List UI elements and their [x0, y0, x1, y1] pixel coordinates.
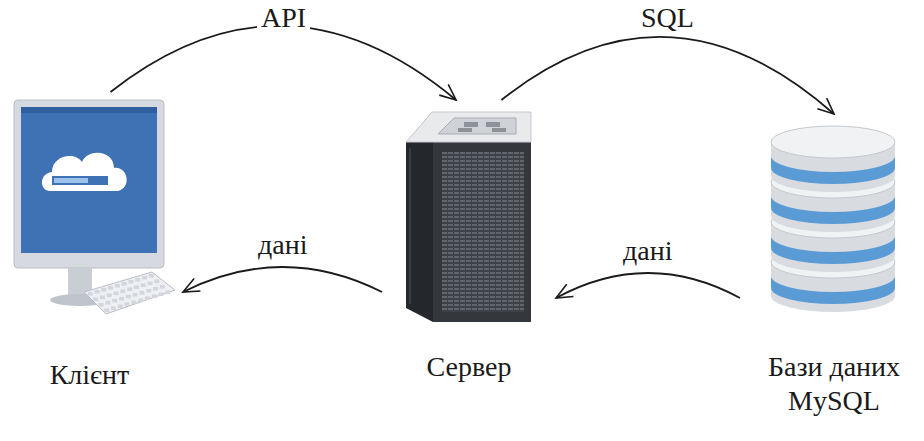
server-rack: Сервер [388, 104, 550, 384]
flow-arrow [501, 37, 834, 114]
node-label: Клієнт [50, 358, 130, 392]
client-computer: Клієнт [2, 96, 177, 392]
edge-label: SQL [637, 2, 698, 34]
flow-arrow [183, 267, 382, 292]
node-label: Бази даних MySQL [746, 350, 922, 418]
node-label: Сервер [427, 350, 512, 384]
edge-label: дані [619, 235, 676, 267]
flow-arrow [556, 273, 740, 298]
server-rack-icon [388, 104, 550, 330]
client-computer-icon [2, 96, 177, 322]
edge-label: API [257, 2, 310, 34]
flow-arrow [111, 26, 457, 100]
database-stack-icon [746, 118, 922, 328]
edge-label: дані [254, 229, 311, 261]
database-stack: Бази даних MySQL [746, 118, 922, 418]
